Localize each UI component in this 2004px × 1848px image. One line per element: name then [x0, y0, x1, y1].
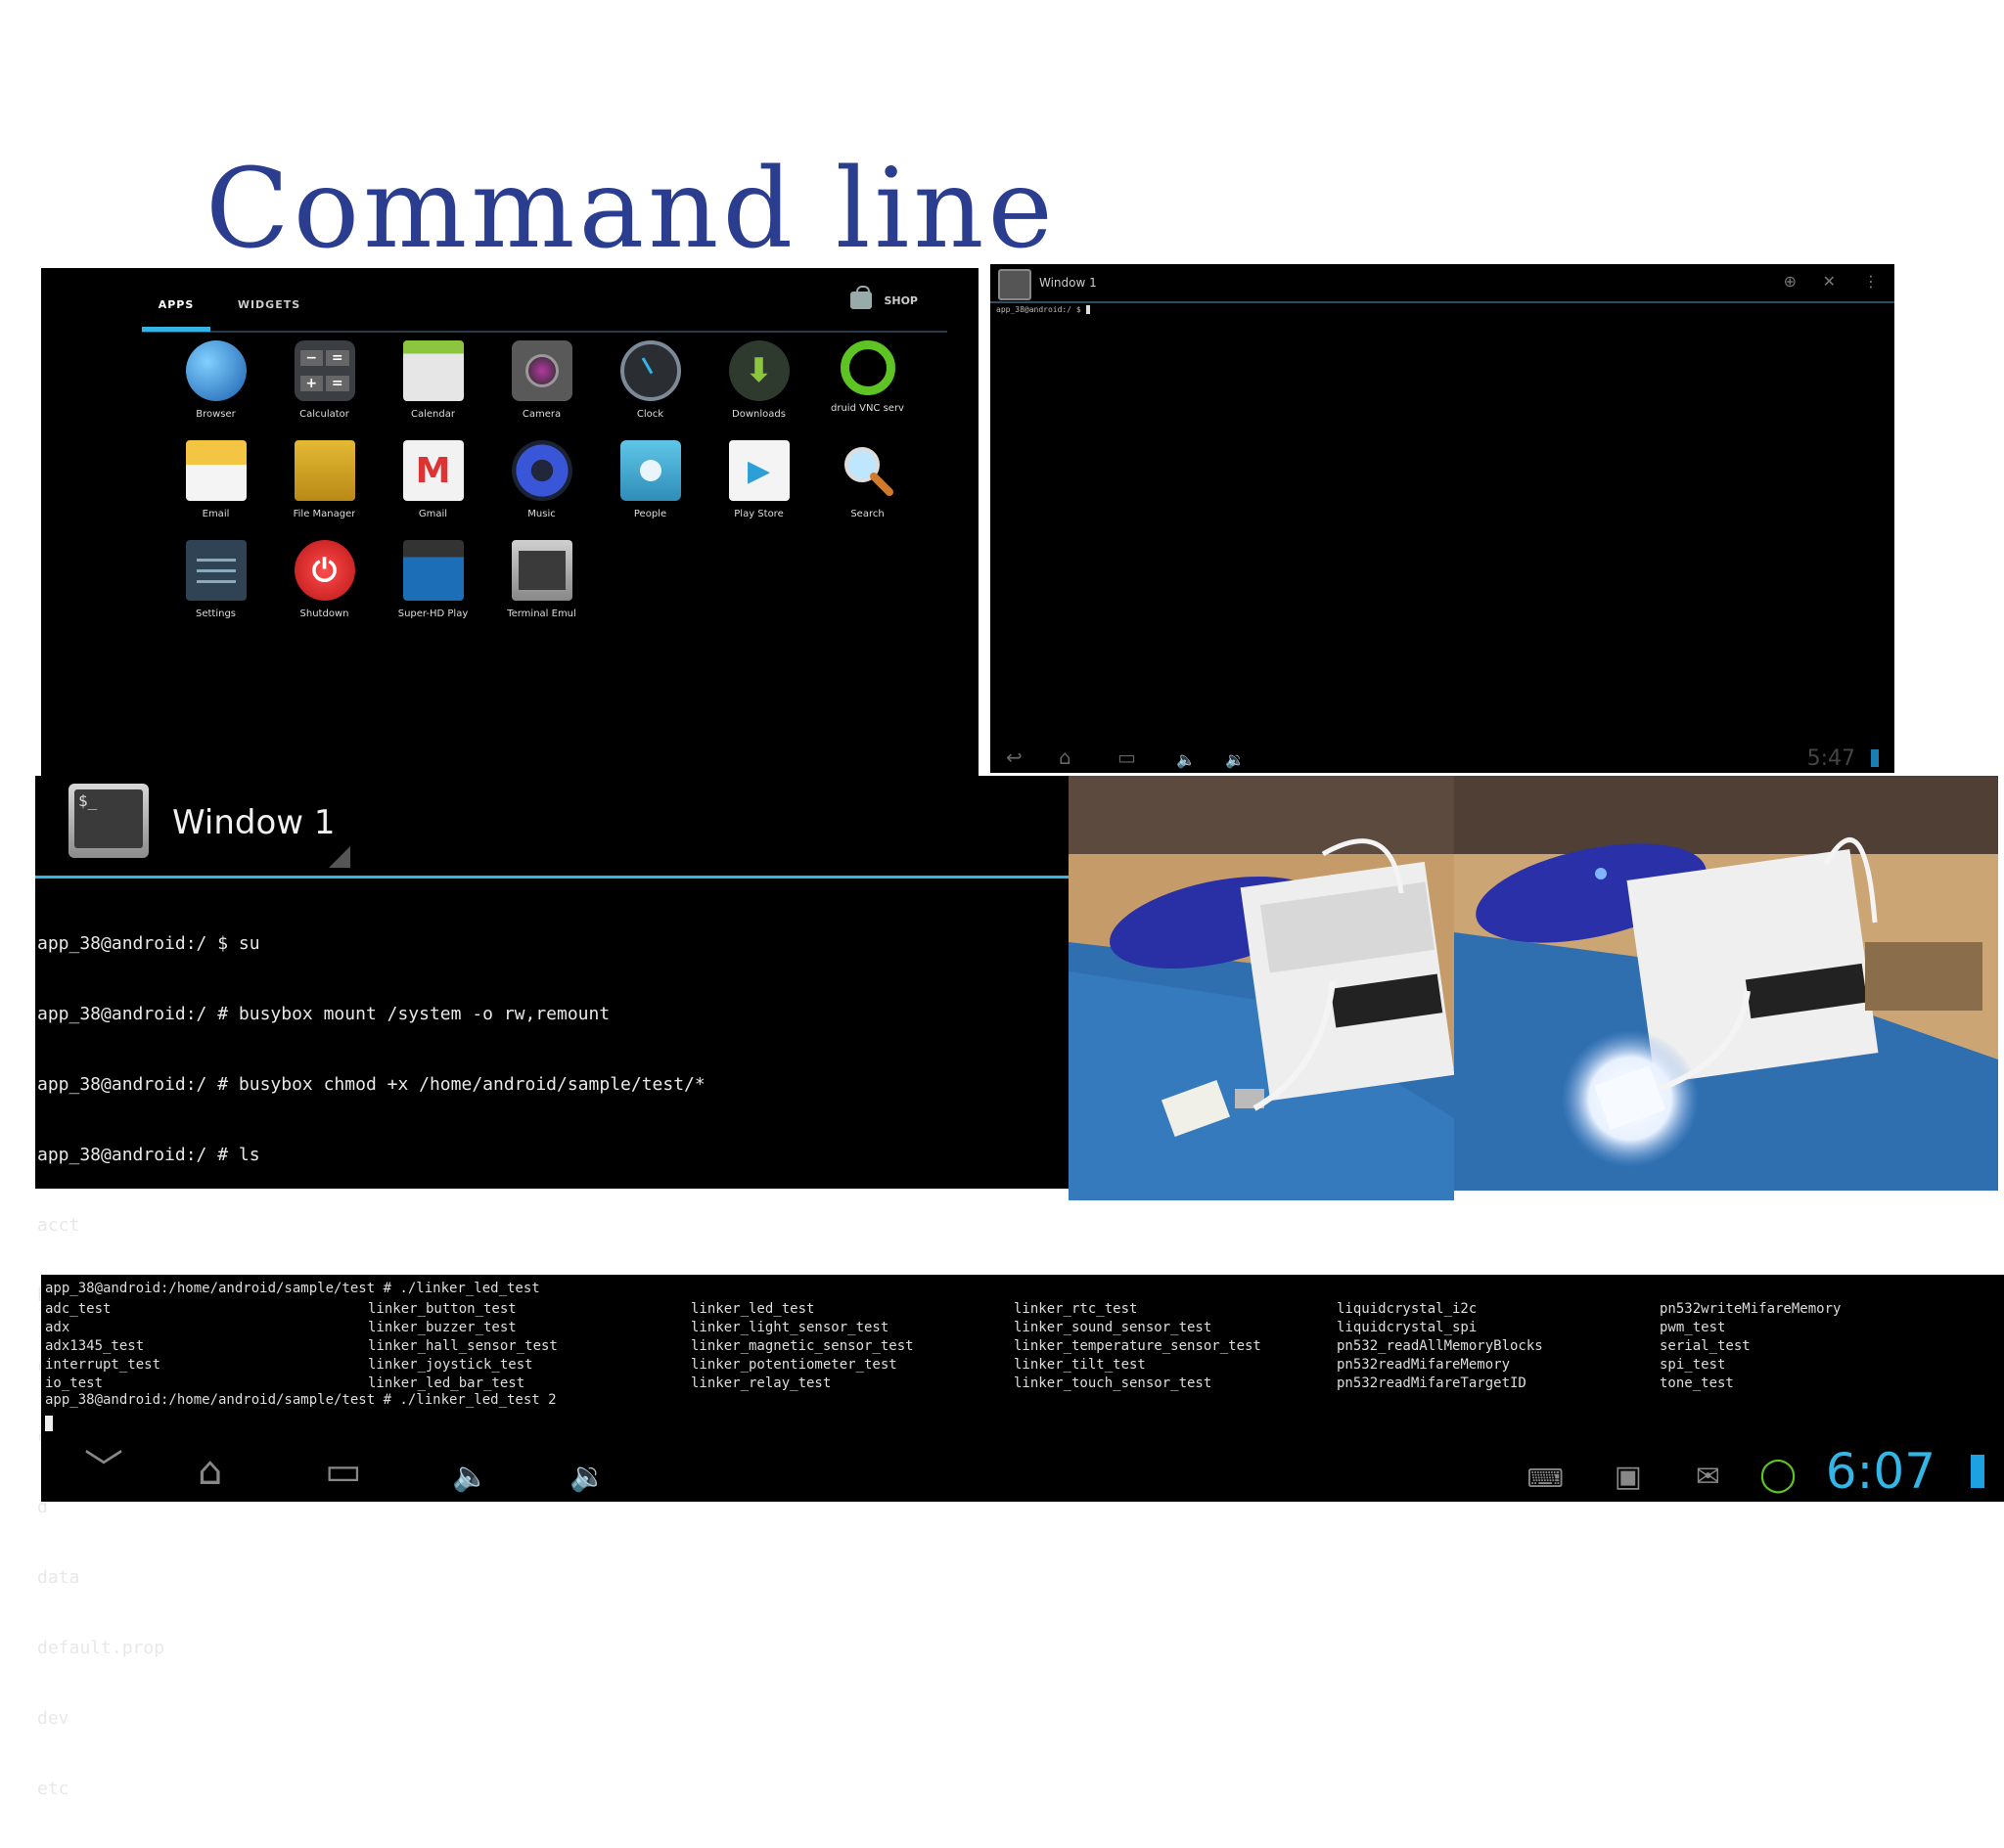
recent-apps-icon[interactable]: ▭: [325, 1449, 362, 1494]
slide-title: Command line: [205, 146, 1057, 273]
terminal-window-large: $_ Window 1 app_38@android:/ $ su app_38…: [35, 776, 1069, 1799]
volume-down-icon[interactable]: 🔈: [1176, 750, 1196, 769]
drawer-tab-bar: APPS WIDGETS SHOP: [142, 286, 947, 333]
app-gmail[interactable]: M Gmail: [379, 436, 487, 536]
terminal-icon: [998, 269, 1031, 300]
battery-icon: [1971, 1455, 1984, 1488]
dropdown-corner-icon: [329, 846, 350, 868]
tab-apps[interactable]: APPS: [142, 288, 210, 332]
app-downloads[interactable]: ⬇ Downloads: [705, 337, 813, 436]
screenshot-icon: ▣: [1614, 1460, 1642, 1494]
clock-icon: [619, 340, 681, 401]
volume-up-icon[interactable]: 🔉: [1225, 750, 1245, 769]
volume-down-icon[interactable]: 🔈: [452, 1460, 489, 1494]
calendar-icon: [402, 340, 464, 401]
vnc-status-icon: ◯: [1758, 1455, 1797, 1494]
app-shutdown[interactable]: ⏻ Shutdown: [270, 536, 379, 636]
magnifier-icon: [838, 440, 898, 501]
ring-icon: [840, 340, 895, 395]
tab-widgets[interactable]: WIDGETS: [237, 298, 301, 311]
power-icon: ⏻: [294, 540, 355, 601]
speaker-icon: [511, 440, 572, 501]
battery-icon: [1871, 749, 1879, 767]
app-play-store[interactable]: ▶ Play Store: [705, 436, 813, 536]
app-people[interactable]: People: [596, 436, 705, 536]
app-camera[interactable]: Camera: [487, 337, 596, 436]
globe-icon: [185, 340, 247, 401]
folder-icon: [294, 440, 355, 501]
hardware-photo-led-off: [1069, 776, 1454, 1200]
terminal-title-bar: Window 1 ⊕ ✕ ⋮: [990, 264, 1894, 303]
shop-label: SHOP: [884, 293, 918, 307]
play-store-icon: ▶: [728, 440, 790, 501]
app-settings[interactable]: Settings: [161, 536, 270, 636]
app-druid-vnc[interactable]: druid VNC serv: [813, 337, 922, 436]
clapper-icon: [402, 540, 464, 601]
shop-button[interactable]: SHOP: [850, 286, 918, 309]
recent-apps-icon[interactable]: ▭: [1117, 745, 1136, 769]
app-clock[interactable]: Clock: [596, 337, 705, 436]
status-clock: 5:47: [1806, 746, 1855, 771]
gmail-notification-icon: ✉: [1695, 1460, 1720, 1494]
keyboard-icon: ⌨: [1526, 1465, 1564, 1494]
terminal-prompt[interactable]: app_38@android:/ $: [996, 305, 1091, 314]
title-separator: [35, 876, 1069, 879]
sliders-icon: [185, 540, 247, 601]
app-calculator[interactable]: −= += Calculator: [270, 337, 379, 436]
back-icon[interactable]: ↩: [1006, 745, 1023, 769]
app-grid: Browser −= += Calculator Calendar Camera…: [161, 337, 944, 636]
close-icon[interactable]: ✕: [1822, 272, 1836, 291]
overflow-menu-icon[interactable]: ⋮: [1863, 272, 1879, 291]
home-icon[interactable]: ⌂: [198, 1449, 223, 1494]
terminal-command-1[interactable]: app_38@android:/home/android/sample/test…: [45, 1281, 540, 1296]
hardware-photo-led-on: [1454, 776, 1998, 1191]
app-search[interactable]: Search: [813, 436, 922, 536]
contact-icon: [619, 440, 681, 501]
app-drawer-screenshot: APPS WIDGETS SHOP Browser −= += Calculat…: [41, 268, 979, 777]
volume-up-icon[interactable]: 🔉: [569, 1460, 607, 1494]
home-icon[interactable]: ⌂: [1059, 745, 1071, 769]
app-email[interactable]: Email: [161, 436, 270, 536]
window-title[interactable]: Window 1: [1039, 276, 1097, 290]
hide-keyboard-icon[interactable]: ﹀: [84, 1447, 123, 1492]
window-title[interactable]: Window 1: [172, 803, 336, 842]
terminal-icon: $_: [68, 784, 149, 858]
email-icon: [185, 440, 247, 501]
calculator-icon: −= +=: [294, 340, 355, 401]
terminal-listing: app_38@android:/home/android/sample/test…: [41, 1275, 2004, 1502]
gmail-icon: M: [402, 440, 464, 501]
terminal-icon: [511, 540, 572, 601]
terminal-window-small: Window 1 ⊕ ✕ ⋮ app_38@android:/ $ ↩ ⌂ ▭ …: [990, 264, 1894, 773]
app-music[interactable]: Music: [487, 436, 596, 536]
app-file-manager[interactable]: File Manager: [270, 436, 379, 536]
shopping-bag-icon: [850, 286, 873, 309]
app-terminal-emulator[interactable]: Terminal Emul: [487, 536, 596, 636]
terminal-cursor: [45, 1416, 53, 1431]
app-super-hd-play[interactable]: Super-HD Play: [379, 536, 487, 636]
add-window-icon[interactable]: ⊕: [1783, 272, 1797, 291]
status-clock: 6:07: [1825, 1443, 1936, 1500]
app-browser[interactable]: Browser: [161, 337, 270, 436]
system-nav-bar: ↩ ⌂ ▭ 🔈 🔉 5:47: [990, 744, 1894, 773]
app-calendar[interactable]: Calendar: [379, 337, 487, 436]
download-icon: ⬇: [728, 340, 790, 401]
terminal-command-2[interactable]: app_38@android:/home/android/sample/test…: [45, 1392, 557, 1408]
camera-icon: [511, 340, 572, 401]
